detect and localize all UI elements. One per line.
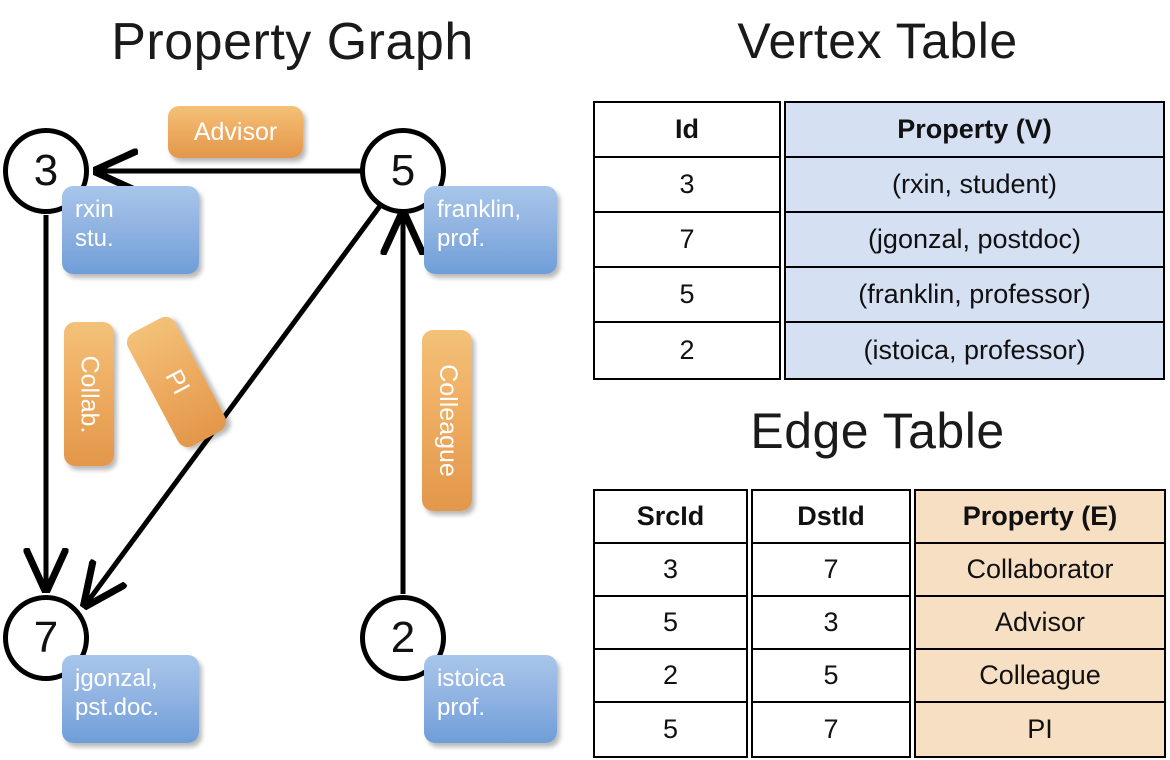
edge-table-cell-dstid: 7 bbox=[753, 703, 909, 756]
edge-table-cell-srcid: 3 bbox=[595, 544, 746, 597]
vertex-table: Id 3 7 5 2 Property (V) (rxin, student) … bbox=[593, 101, 1165, 380]
node-property-line-1: rxin bbox=[75, 196, 114, 223]
vertex-table-header-id: Id bbox=[595, 103, 779, 158]
edge-label-text: Advisor bbox=[193, 117, 278, 146]
edge-table-header-property: Property (E) bbox=[916, 491, 1164, 544]
graph-edges-layer bbox=[0, 0, 585, 760]
edge-table-cell-property: Advisor bbox=[916, 597, 1164, 650]
vertex-table-cell-id: 2 bbox=[595, 323, 779, 378]
graph-node-2[interactable]: 2 bbox=[360, 595, 446, 681]
vertex-table-cell-id: 7 bbox=[595, 213, 779, 268]
edge-label-colleague: Colleague bbox=[422, 330, 472, 511]
node-property-line-2: pst.doc. bbox=[75, 694, 160, 722]
node-property-line-2: prof. bbox=[437, 694, 486, 722]
edge-label-advisor: Advisor bbox=[168, 106, 303, 158]
edge-table-header-dstid: DstId bbox=[753, 491, 909, 544]
vertex-table-header-property: Property (V) bbox=[786, 103, 1163, 158]
edge-table-column-srcid: SrcId 3 5 2 5 bbox=[593, 489, 748, 758]
edge-table-cell-dstid: 3 bbox=[753, 597, 909, 650]
edge-label-text: Collab. bbox=[75, 355, 104, 433]
edge-5-to-7-pi bbox=[86, 204, 383, 604]
edge-table-cell-property: Collaborator bbox=[916, 544, 1164, 597]
vertex-table-cell-property: (istoica, professor) bbox=[786, 323, 1163, 378]
vertex-table-cell-id: 3 bbox=[595, 158, 779, 213]
node-property-box-2: istoica prof. bbox=[424, 655, 557, 743]
edge-table-cell-srcid: 5 bbox=[595, 703, 746, 756]
edge-table-cell-srcid: 5 bbox=[595, 597, 746, 650]
node-property-box-5: franklin, prof. bbox=[424, 186, 557, 274]
node-property-line-2: prof. bbox=[437, 225, 486, 253]
edge-label-collab: Collab. bbox=[64, 322, 114, 466]
edge-table-column-dstid: DstId 7 3 5 7 bbox=[751, 489, 911, 758]
edge-label-text: PI bbox=[159, 364, 195, 399]
edge-table: SrcId 3 5 2 5 DstId 7 3 5 7 Property (E)… bbox=[593, 489, 1166, 758]
node-property-line-2: stu. bbox=[75, 225, 114, 253]
property-graph-diagram: 3 5 7 2 rxin stu. franklin, prof. jgonza… bbox=[0, 0, 585, 760]
page-title-property-graph: Property Graph bbox=[111, 13, 474, 71]
node-property-line-1: franklin, bbox=[437, 196, 522, 223]
vertex-table-cell-property: (rxin, student) bbox=[786, 158, 1163, 213]
vertex-table-column-id: Id 3 7 5 2 bbox=[593, 101, 781, 380]
vertex-table-cell-property: (franklin, professor) bbox=[786, 268, 1163, 323]
vertex-table-cell-property: (jgonzal, postdoc) bbox=[786, 213, 1163, 268]
edge-label-text: Colleague bbox=[433, 364, 462, 477]
edge-table-cell-property: Colleague bbox=[916, 650, 1164, 703]
edge-table-cell-property: PI bbox=[916, 703, 1164, 756]
edge-table-header-srcid: SrcId bbox=[595, 491, 746, 544]
page-title-edge-table: Edge Table bbox=[750, 403, 1005, 459]
edge-table-cell-srcid: 2 bbox=[595, 650, 746, 703]
node-property-box-7: jgonzal, pst.doc. bbox=[62, 655, 199, 743]
node-property-line-1: istoica bbox=[437, 665, 506, 692]
node-property-box-3: rxin stu. bbox=[62, 186, 199, 274]
vertex-table-column-property: Property (V) (rxin, student) (jgonzal, p… bbox=[784, 101, 1165, 380]
vertex-table-cell-id: 5 bbox=[595, 268, 779, 323]
node-property-line-1: jgonzal, bbox=[75, 665, 158, 692]
edge-table-cell-dstid: 7 bbox=[753, 544, 909, 597]
page-title-vertex-table: Vertex Table bbox=[737, 13, 1018, 69]
edge-table-column-property: Property (E) Collaborator Advisor Collea… bbox=[914, 489, 1166, 758]
edge-table-cell-dstid: 5 bbox=[753, 650, 909, 703]
